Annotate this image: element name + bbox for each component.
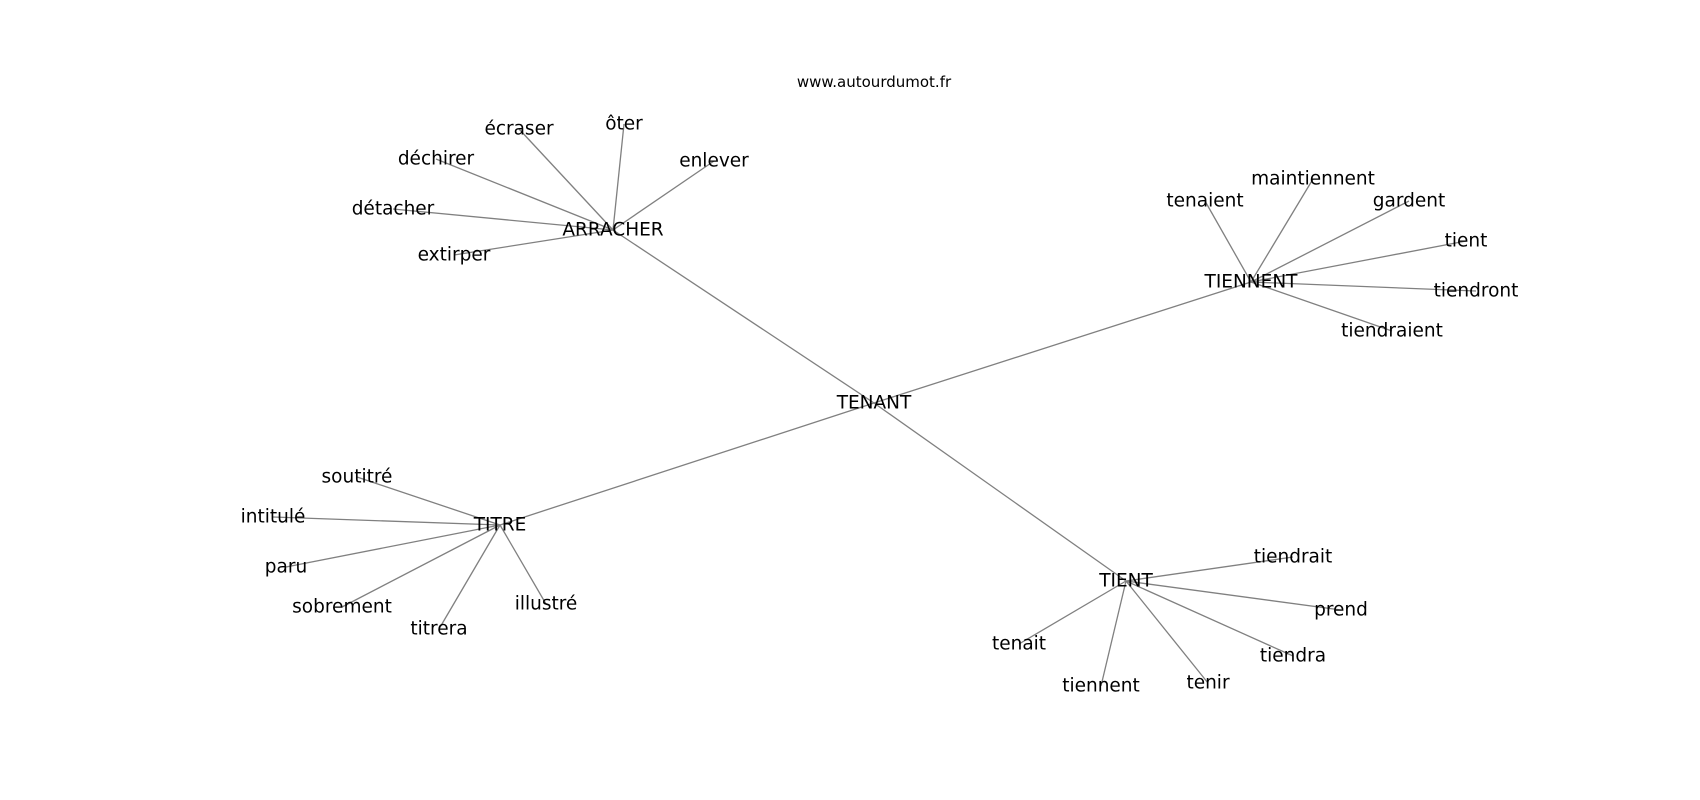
edge-hub-leaf: [1204, 200, 1252, 283]
leaf-node-label: enlever: [679, 151, 749, 172]
edge-hub-leaf: [453, 229, 614, 256]
leaf-node-label: paru: [265, 557, 307, 578]
leaf-node-label: maintiennent: [1251, 169, 1375, 190]
edge-hub-leaf: [1250, 281, 1477, 292]
leaf-node-label: ôter: [605, 114, 643, 135]
leaf-node-label: extirper: [418, 245, 491, 266]
center-node-label: TENANT: [836, 393, 912, 414]
edge-hub-leaf: [1125, 580, 1209, 684]
leaf-node-label: soutitré: [322, 467, 393, 488]
edge-hub-leaf: [1100, 580, 1127, 687]
leaf-node-label: tiendraient: [1341, 321, 1443, 342]
edge-hub-leaf: [435, 158, 614, 231]
leaf-node-label: prend: [1314, 600, 1368, 621]
edge-center-hub: [499, 402, 875, 526]
edge-center-hub: [873, 281, 1252, 404]
hub-node-label: TIENT: [1098, 571, 1153, 592]
graph-labels: www.autourdumot.fr TENANT ARRACHER ôter écr…: [241, 73, 1519, 697]
leaf-node-label: sobrement: [292, 597, 392, 618]
edge-hub-leaf: [272, 516, 501, 526]
edge-center-hub: [612, 229, 875, 404]
edge-hub-leaf: [438, 524, 501, 630]
leaf-node-label: écraser: [484, 119, 554, 140]
hub-node-label: ARRACHER: [562, 220, 663, 241]
source-label: www.autourdumot.fr: [797, 73, 952, 91]
leaf-node-label: détacher: [352, 199, 435, 220]
edge-hub-leaf: [285, 524, 501, 568]
edge-hub-leaf: [1250, 281, 1393, 332]
leaf-node-label: tiendra: [1260, 646, 1326, 667]
edge-hub-leaf: [356, 476, 501, 526]
edge-hub-leaf: [392, 208, 614, 231]
leaf-node-label: tenaient: [1166, 191, 1243, 212]
leaf-node-label: tiennent: [1062, 676, 1140, 697]
leaf-node-label: tient: [1445, 231, 1488, 252]
edge-hub-leaf: [341, 524, 501, 608]
hub-node-label: TITRE: [473, 515, 527, 536]
edge-hub-leaf: [499, 524, 547, 605]
graph-edges: [272, 123, 1477, 687]
hub-node-label: TIENNENT: [1204, 272, 1299, 293]
leaf-node-label: tenait: [992, 634, 1046, 655]
edge-hub-leaf: [1250, 178, 1314, 283]
leaf-node-label: intitulé: [241, 507, 306, 528]
leaf-node-label: tenir: [1186, 673, 1230, 694]
edge-hub-leaf: [1125, 580, 1342, 611]
edge-hub-leaf: [1125, 580, 1294, 657]
edge-hub-leaf: [1125, 556, 1294, 582]
edge-center-hub: [873, 402, 1127, 582]
edge-hub-leaf: [1018, 580, 1127, 645]
edge-hub-leaf: [1250, 200, 1410, 283]
leaf-node-label: tiendrait: [1254, 547, 1333, 568]
leaf-node-label: titrera: [410, 619, 467, 640]
edge-hub-leaf: [612, 123, 625, 231]
leaf-node-label: déchirer: [398, 149, 475, 170]
leaf-node-label: tiendront: [1434, 281, 1519, 302]
leaf-node-label: illustré: [515, 594, 578, 615]
edge-hub-leaf: [518, 128, 614, 231]
edge-hub-leaf: [612, 160, 715, 231]
leaf-node-label: gardent: [1373, 191, 1445, 212]
edge-hub-leaf: [1250, 240, 1467, 283]
